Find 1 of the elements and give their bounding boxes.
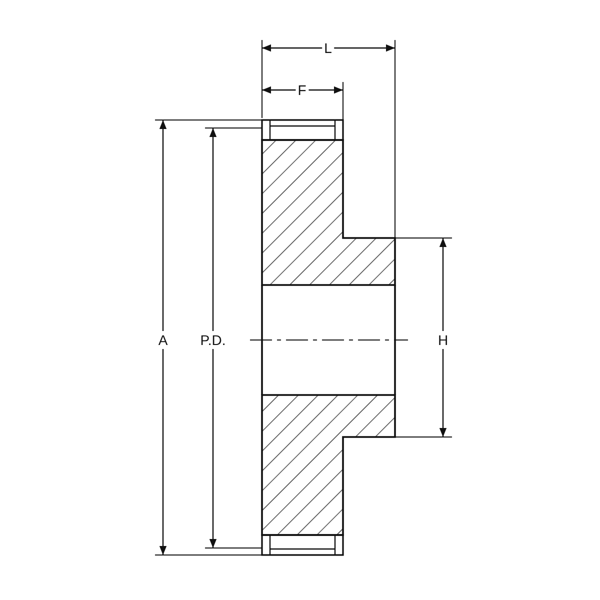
dimension-label: A xyxy=(156,331,170,349)
